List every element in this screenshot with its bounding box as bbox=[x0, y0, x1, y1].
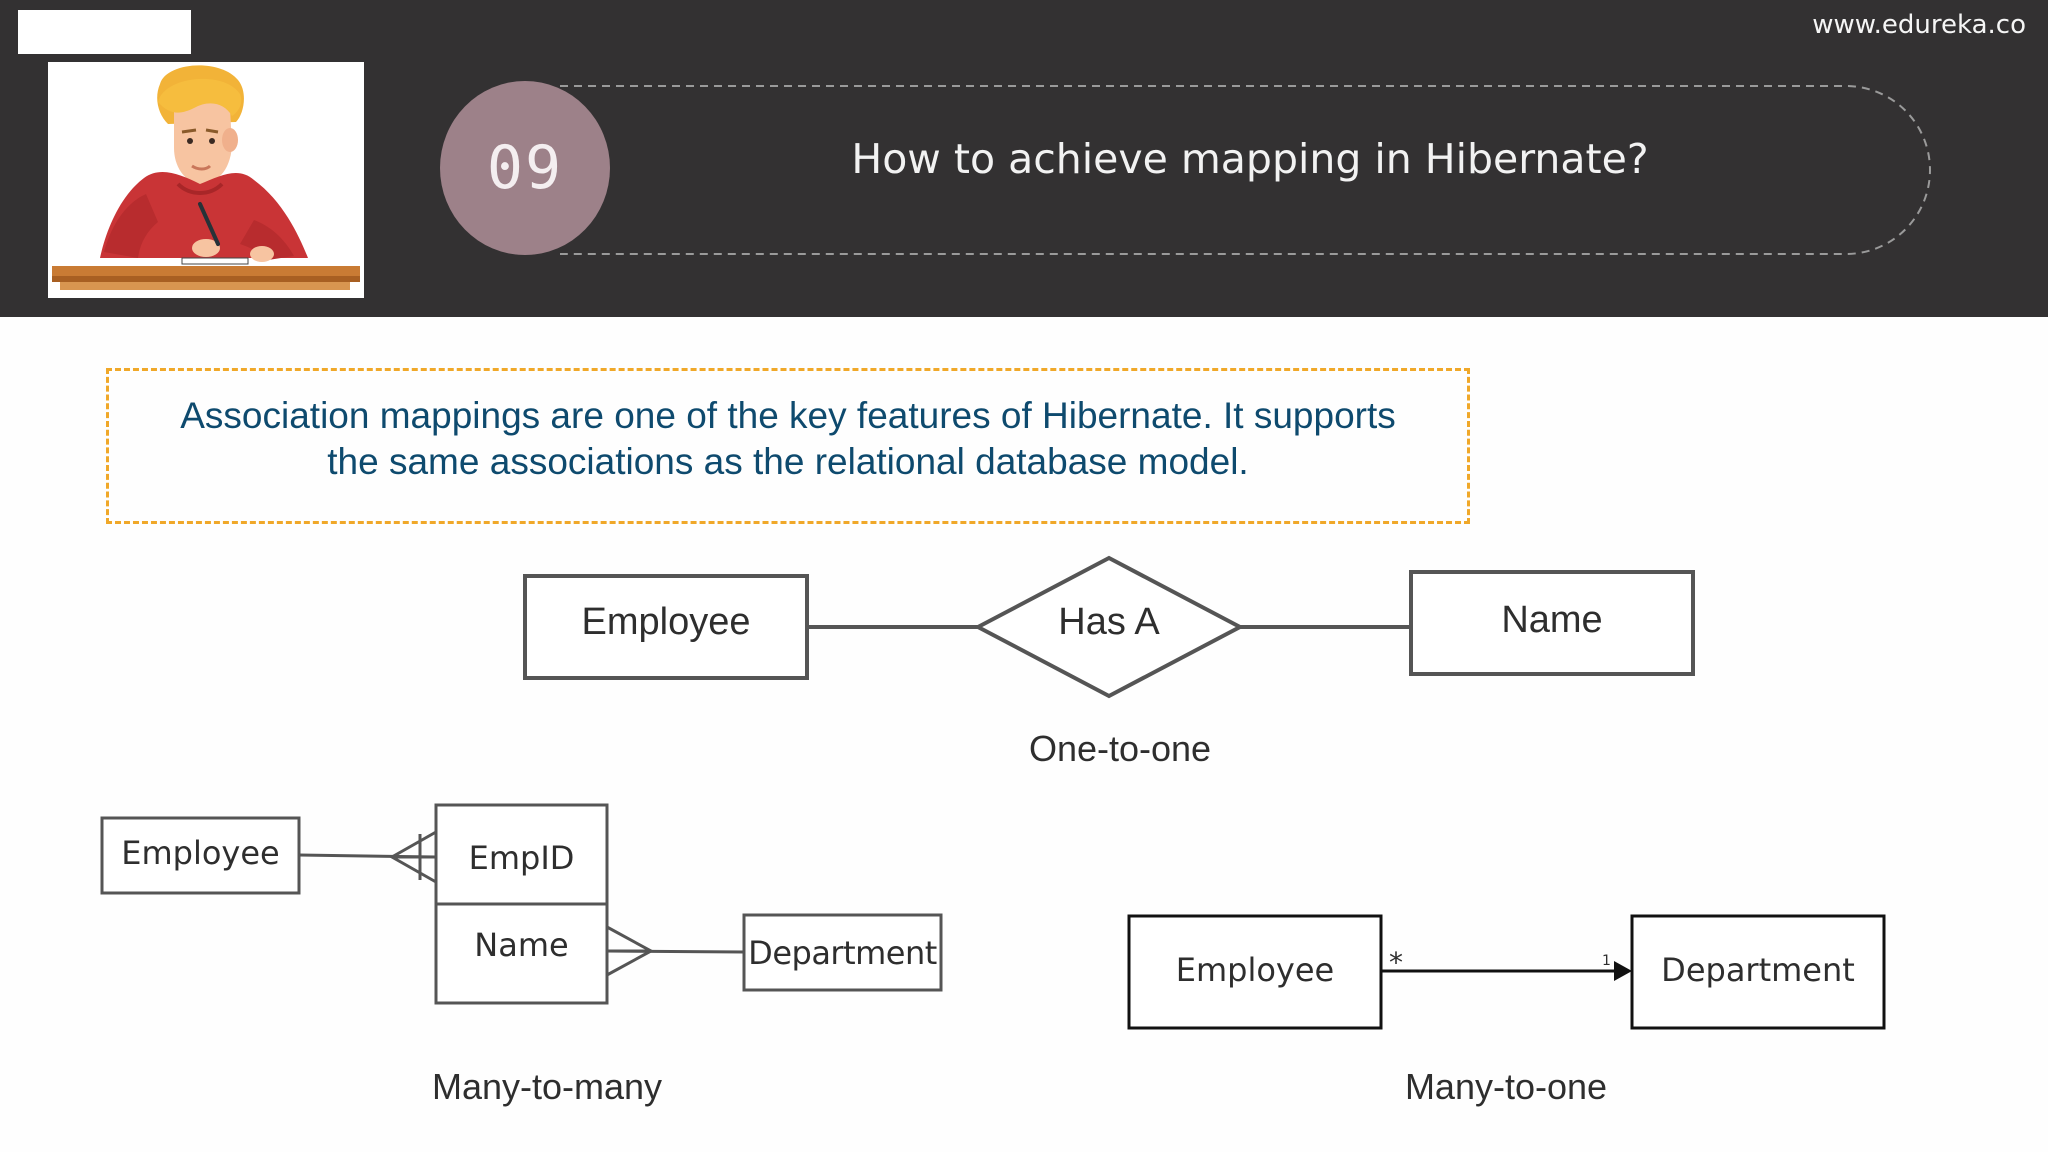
one-to-one-name-label: Name bbox=[1501, 599, 1603, 641]
many-to-many-employee-box bbox=[100, 816, 301, 895]
slide-title: How to achieve mapping in Hibernate? bbox=[851, 135, 1649, 183]
many-to-many-caption: Many-to-many bbox=[431, 1066, 663, 1107]
one-to-one-caption: One-to-one bbox=[1028, 728, 1212, 769]
site-url: www.edureka.co bbox=[1812, 10, 2026, 40]
many-to-one-caption: Many-to-one bbox=[1404, 1066, 1608, 1107]
many-to-many-department-box bbox=[742, 913, 943, 992]
many-to-one-one-multiplicity: 1 bbox=[1602, 953, 1611, 969]
many-to-one-department-label: Department bbox=[1661, 951, 1855, 989]
intro-callout-box bbox=[106, 368, 1470, 524]
one-to-one-name-box bbox=[1409, 570, 1695, 676]
many-to-many-name-label: Name bbox=[474, 926, 569, 964]
many-to-one-employee-label: Employee bbox=[1175, 951, 1335, 989]
intro-text: Association mappings are one of the key … bbox=[106, 393, 1470, 485]
many-to-one-department-box bbox=[1630, 914, 1886, 1030]
many-to-many-employee-label: Employee bbox=[121, 834, 280, 872]
many-to-many-empid-box bbox=[434, 803, 609, 906]
many-to-one-employee-box bbox=[1127, 914, 1383, 1030]
title-pill-outline bbox=[0, 0, 2048, 317]
many-to-many-empid-label: EmpID bbox=[468, 839, 575, 877]
many-to-one-arrowhead bbox=[1614, 961, 1632, 981]
section-number-badge bbox=[440, 81, 610, 255]
many-to-many-department-label: Department bbox=[748, 934, 937, 972]
many-to-many-name-box bbox=[434, 902, 609, 1005]
student-writing-illustration bbox=[48, 62, 364, 298]
intro-line-2: the same associations as the relational … bbox=[327, 441, 1249, 482]
one-to-one-relationship-label: Has A bbox=[1058, 601, 1160, 643]
intro-line-1: Association mappings are one of the key … bbox=[180, 395, 1396, 436]
student-writing-image bbox=[48, 62, 364, 298]
section-number: 09 bbox=[486, 133, 564, 203]
header-tab bbox=[18, 10, 191, 54]
one-to-one-employee-label: Employee bbox=[581, 601, 751, 643]
many-to-one-many-multiplicity: * bbox=[1389, 946, 1403, 979]
